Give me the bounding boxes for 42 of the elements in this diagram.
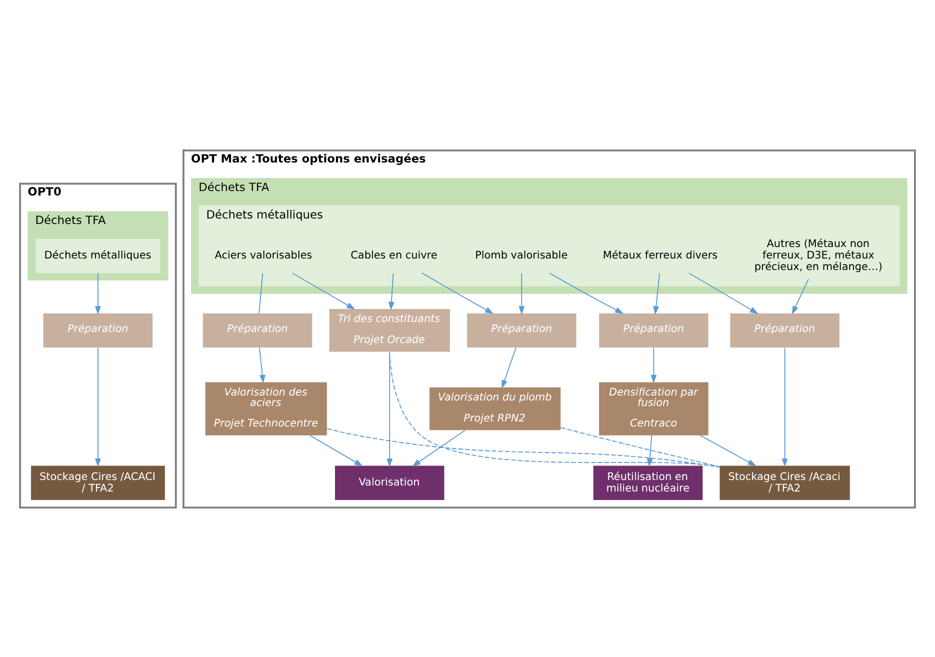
connector <box>389 351 720 468</box>
arrow <box>549 272 624 314</box>
arrow <box>386 351 393 467</box>
arrow <box>646 434 653 467</box>
arrow <box>310 434 363 466</box>
node-text: Cables en cuivre <box>350 249 438 262</box>
arrow <box>688 272 758 314</box>
node-box: Réutilisation en milieu nucléaire <box>593 465 703 500</box>
node-text: Plomb valorisable <box>475 249 568 262</box>
arrow <box>421 272 494 314</box>
node-box: Déchets métalliques <box>36 238 160 272</box>
arrow <box>518 272 525 314</box>
connector <box>326 428 720 468</box>
arrow <box>258 346 266 383</box>
arrow <box>700 434 756 466</box>
node-box: Densification par fusion Centraco <box>599 382 708 435</box>
node-text: Métaux ferreux divers <box>602 249 718 262</box>
node-box: Valorisation du plomb Projet RPN2 <box>430 386 561 430</box>
node-box: Préparation <box>202 312 312 348</box>
node-text: Aciers valorisables <box>214 249 312 262</box>
node-box: Préparation <box>730 312 840 348</box>
arrow <box>650 346 657 383</box>
node-box: Préparation <box>43 312 153 348</box>
node-box: Stockage Cires /ACACI / TFA2 <box>30 465 165 500</box>
connector <box>560 426 720 467</box>
arrow <box>792 278 810 314</box>
arrow <box>292 272 356 310</box>
node-box: Tri des constituants Projet Orcade <box>329 308 450 352</box>
arrow <box>388 272 394 310</box>
arrow <box>782 346 788 466</box>
node-box: Valorisation <box>334 465 444 500</box>
arrow <box>653 272 660 314</box>
node-box: Préparation <box>599 312 708 348</box>
arrow <box>94 272 101 314</box>
arrow <box>412 429 466 466</box>
node-box: Préparation <box>467 312 576 348</box>
node-box: Valorisation des aciers Projet Technocentre <box>205 382 327 435</box>
arrow <box>502 346 516 388</box>
node-box: Stockage Cires /Acaci / TFA2 <box>720 465 850 500</box>
node-text: Autres (Métaux non ferreux, D3E, métaux précieux, en mélange…) <box>754 238 882 272</box>
arrow <box>94 346 101 466</box>
connector <box>258 272 264 314</box>
